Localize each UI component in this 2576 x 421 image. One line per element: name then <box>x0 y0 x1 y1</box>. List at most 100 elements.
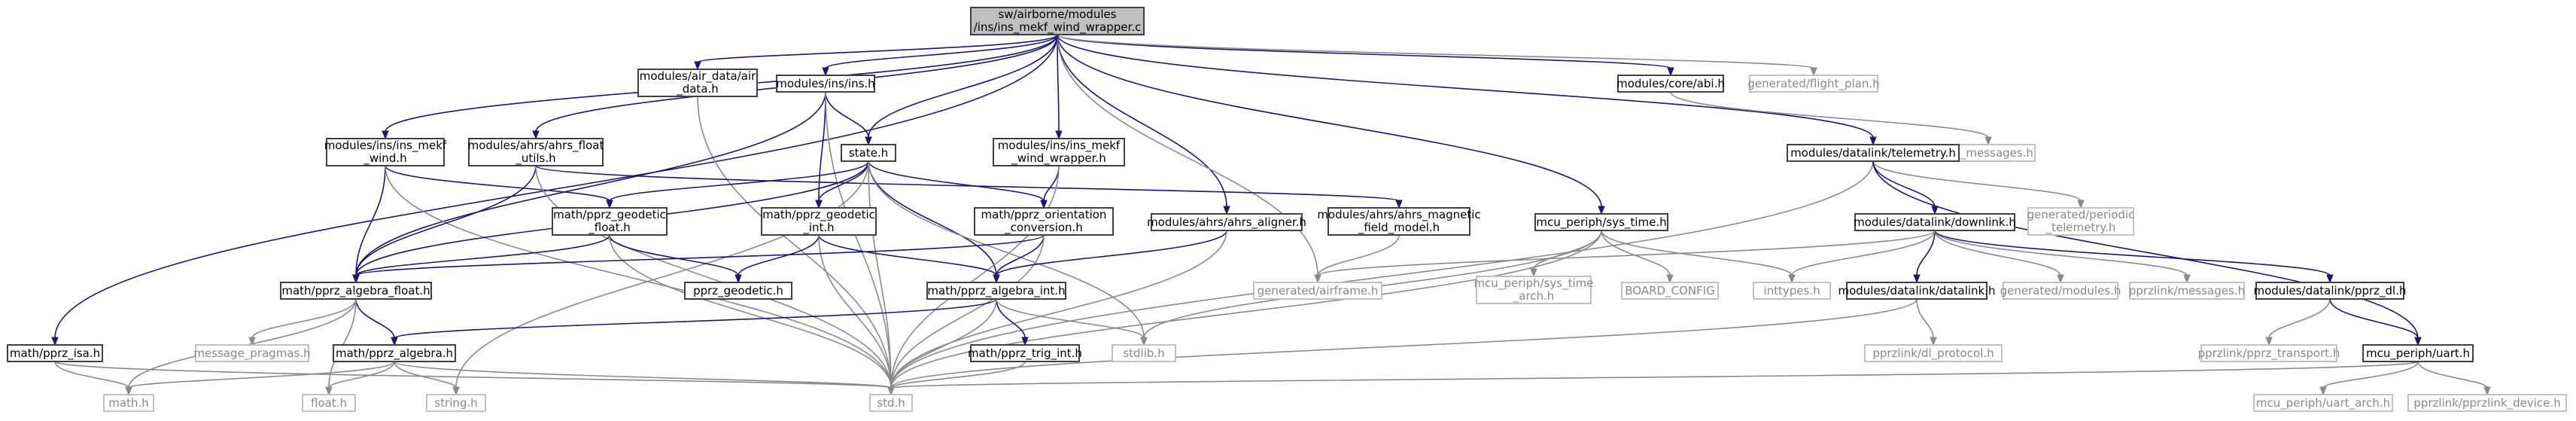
dependency-edge-datalink_h-to-dl_protocol <box>1916 298 1937 346</box>
dependency-edge-algebra_int-to-stdlib <box>996 298 1148 346</box>
node-label: mcu_periph/sys_time <box>1474 276 1594 291</box>
dependency-edge-ahrs_float_utils-to-std_h <box>535 165 895 396</box>
node-label: std.h <box>877 396 905 410</box>
dependency-edge-orientation-to-algebra_float <box>352 234 1045 284</box>
dependency-edge-pprz_dl-to-uart <box>2329 298 2422 346</box>
node-label: math/pprz_isa.h <box>10 346 100 361</box>
node-mekf-wind-wrapper[interactable]: modules/ins/ins_mekf_wind_wrapper.h <box>993 138 1125 166</box>
node-label: _float.h <box>588 221 630 235</box>
dependency-nodes: sw/airborne/modules/ins/ins_mekf_wind_wr… <box>7 7 2567 412</box>
node-geodetic-float[interactable]: math/pprz_geodetic_float.h <box>552 207 668 236</box>
node-geodetic-int[interactable]: math/pprz_geodetic_int.h <box>761 207 877 236</box>
node-mag-field[interactable]: modules/ahrs/ahrs_magnetic_field_model.h <box>1317 207 1481 236</box>
dependency-edge-ins_h-to-geodetic_int <box>815 91 826 209</box>
node-label: pprzlink/pprz_transport.h <box>2198 346 2340 361</box>
node-ins-h[interactable]: modules/ins/ins.h <box>776 75 875 93</box>
node-label: _wind.h <box>363 151 406 166</box>
node-message-pragmas[interactable]: message_pragmas.h <box>193 344 311 362</box>
node-label: state.h <box>849 146 888 160</box>
node-label: modules/datalink/downlink.h <box>1854 215 2016 229</box>
dependency-edge-core_abi-to-abi_messages <box>1670 91 1992 146</box>
node-math-h[interactable]: math.h <box>103 394 154 412</box>
node-trig-int[interactable]: math/pprz_trig_int.h <box>968 344 1082 362</box>
node-label: math/pprz_trig_int.h <box>968 346 1082 361</box>
node-std-h[interactable]: std.h <box>869 394 913 412</box>
node-board-config[interactable]: BOARD_CONFIG <box>1621 282 1719 300</box>
node-label: pprzlink/messages.h <box>2129 284 2245 297</box>
node-sys-time-arch[interactable]: mcu_periph/sys_time_arch.h <box>1474 276 1594 304</box>
node-gen-modules[interactable]: generated/modules.h <box>2000 282 2121 300</box>
dependency-edge-root-to-ahrs_aligner <box>1057 34 1230 215</box>
node-inttypes[interactable]: inttypes.h <box>1753 282 1831 300</box>
dependency-edge-pprz_isa-to-std_h <box>54 361 895 396</box>
node-ahrs-float-utils[interactable]: modules/ahrs/ahrs_float_utils.h <box>468 138 604 166</box>
node-periodic-tel[interactable]: generated/periodic_telemetry.h <box>2027 207 2135 236</box>
dependency-edge-state-to-geodetic_float <box>606 160 869 209</box>
node-pprzlink-device[interactable]: pprzlink/pprzlink_device.h <box>2407 394 2567 412</box>
node-telemetry[interactable]: modules/datalink/telemetry.h <box>1787 144 1960 162</box>
node-label: _field_model.h <box>1358 221 1440 235</box>
dependency-edge-pprz_dl-to-pprz_transport <box>2265 298 2331 346</box>
node-sys-time[interactable]: mcu_periph/sys_time.h <box>1534 213 1668 231</box>
node-label: string.h <box>434 396 477 410</box>
node-uart[interactable]: mcu_periph/uart.h <box>2362 344 2474 362</box>
dependency-edge-root-to-telemetry <box>1057 34 1877 146</box>
node-label: inttypes.h <box>1763 284 1820 297</box>
node-state[interactable]: state.h <box>841 144 896 162</box>
node-algebra-int[interactable]: math/pprz_algebra_int.h <box>926 282 1066 300</box>
dependency-edge-root-to-sys_time <box>1057 34 1605 215</box>
node-label: math.h <box>108 396 148 410</box>
node-string-h[interactable]: string.h <box>426 394 486 412</box>
dependency-edge-downlink-to-pprz_dl <box>1934 230 2334 284</box>
node-algebra-float[interactable]: math/pprz_algebra_float.h <box>280 282 432 300</box>
dependency-edge-root-to-ins_h <box>822 34 1058 77</box>
node-label: /ins/ins_mekf_wind_wrapper.c <box>974 20 1142 35</box>
dependency-edge-pprz_isa-to-math_h <box>54 361 132 396</box>
node-uart-arch[interactable]: mcu_periph/uart_arch.h <box>2253 394 2393 412</box>
node-label: _conversion.h <box>1004 221 1083 235</box>
dependency-edge-air_data-to-std_h <box>697 96 895 396</box>
dependency-edge-algebra-to-std_h <box>394 361 895 396</box>
dependency-edge-root-to-air_data <box>694 34 1058 71</box>
node-flight-plan[interactable]: generated/flight_plan.h <box>1747 75 1880 93</box>
dependency-edge-root-to-pprz_isa <box>51 34 1058 346</box>
dependency-edge-mekf_wind-to-algebra_float <box>352 165 386 284</box>
node-stdlib[interactable]: stdlib.h <box>1112 344 1176 362</box>
node-geodetic-h[interactable]: pprz_geodetic.h <box>684 282 792 300</box>
node-label: _int.h <box>802 221 834 235</box>
node-label: message_pragmas.h <box>193 346 310 361</box>
node-ahrs-aligner[interactable]: modules/ahrs/ahrs_aligner.h <box>1147 213 1306 231</box>
node-air-data[interactable]: modules/air_data/air_data.h <box>637 69 758 97</box>
node-pprz-transport[interactable]: pprzlink/pprz_transport.h <box>2198 344 2340 362</box>
dependency-edge-ahrs_aligner-to-std_h <box>887 230 1227 396</box>
node-label: math/pprz_orientation <box>981 208 1107 222</box>
node-label: generated/flight_plan.h <box>1747 77 1879 91</box>
node-label: float.h <box>311 396 347 410</box>
node-mekf-wind[interactable]: modules/ins/ins_mekf_wind.h <box>324 138 447 166</box>
node-label: _utils.h <box>515 151 555 166</box>
node-orientation[interactable]: math/pprz_orientation_conversion.h <box>974 207 1114 236</box>
node-pprz-isa[interactable]: math/pprz_isa.h <box>7 344 103 362</box>
node-abi-messages[interactable]: abi_messages.h <box>1941 144 2036 162</box>
node-pprz-dl[interactable]: modules/datalink/pprz_dl.h <box>2254 282 2407 300</box>
node-label: modules/datalink/datalink.h <box>1838 284 1995 297</box>
node-downlink[interactable]: modules/datalink/downlink.h <box>1854 213 2016 231</box>
node-core-abi[interactable]: modules/core/abi.h <box>1616 75 1725 93</box>
node-root: sw/airborne/modules/ins/ins_mekf_wind_wr… <box>970 7 1145 35</box>
node-float-h[interactable]: float.h <box>302 394 356 412</box>
dependency-edge-uart-to-pprzlink_device <box>2417 361 2491 396</box>
node-pprzlink-messages[interactable]: pprzlink/messages.h <box>2129 282 2245 300</box>
node-airframe[interactable]: generated/airframe.h <box>1253 282 1382 300</box>
node-dl-protocol[interactable]: pprzlink/dl_protocol.h <box>1864 344 2003 362</box>
node-label: modules/datalink/telemetry.h <box>1790 146 1956 160</box>
dependency-edge-mekf_wind-to-geodetic_float <box>385 165 613 209</box>
dependency-edges <box>51 34 2491 396</box>
node-algebra[interactable]: math/pprz_algebra.h <box>333 344 456 362</box>
node-label: sw/airborne/modules <box>998 8 1116 21</box>
node-label: modules/datalink/pprz_dl.h <box>2254 284 2407 298</box>
dependency-edge-downlink-to-inttypes <box>1788 230 1936 284</box>
node-label: abi_messages.h <box>1943 146 2033 160</box>
node-datalink-h[interactable]: modules/datalink/datalink.h <box>1838 282 1996 300</box>
node-label: math/pprz_algebra.h <box>336 346 453 361</box>
node-label: BOARD_CONFIG <box>1625 284 1714 298</box>
